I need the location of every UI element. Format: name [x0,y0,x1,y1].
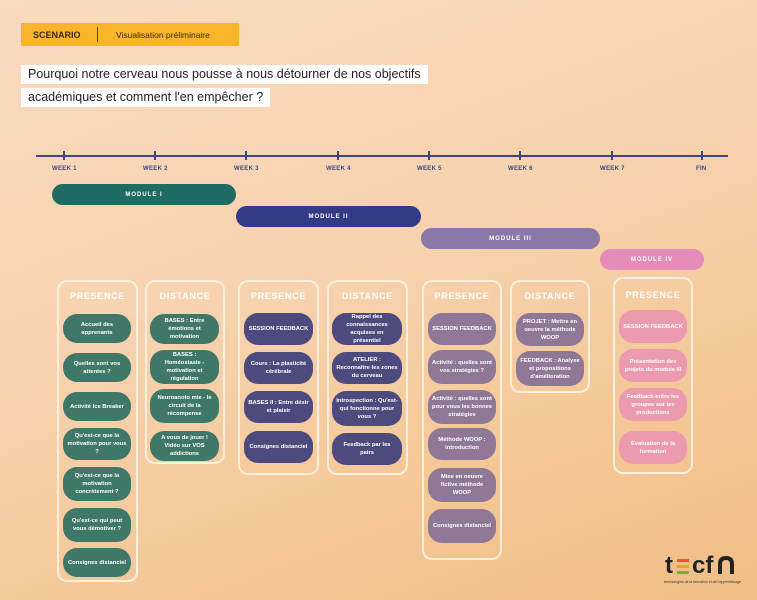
scenario-header: SCENARIO Visualisation préliminaire [21,23,239,46]
activity-item: Mise en oeuvre fictive méthode WOOP [428,468,496,502]
activity-item: Neuroanoto mie - le circuit de la récomp… [150,389,219,423]
activity-item: Présentation des projets du module III [619,349,687,382]
svg-text:t: t [665,552,673,579]
activity-item: Consignes distanciel [63,548,131,577]
tecfa-logo-mark: t cf [665,552,734,579]
activity-item: Activité : quelles sont vos stratégies ? [428,350,496,384]
activity-item: Consignes distanciel [244,431,313,463]
week-7-presence-column: PRESENCE [613,277,693,474]
page-title-line-2: académiques et comment l'en empêcher ? [21,88,271,107]
activity-item: SESSION FEEDBACK [619,310,687,343]
column-title: PRESENCE [250,291,307,301]
activity-item: BASES : Entre émotions et motivation [150,314,219,344]
timeline-tick [337,151,339,160]
column-title: PRESENCE [434,291,490,301]
column-title: PRESENCE [625,290,681,300]
timeline-tick [611,151,613,160]
week-6-distance-column: DISTANCE [510,280,590,393]
week-1-presence-column: PRESENCE [57,280,138,582]
module-4-bar: MODULE IV [600,249,704,270]
activity-item: Feedback entre les groupes sur les produ… [619,388,687,421]
week-3-presence-column: PRESENCE [238,280,319,475]
activity-item: Activité Ice Breaker [63,392,131,421]
activity-item: Accueil des apprenants [63,314,131,343]
page-title-line-1: Pourquoi notre cerveau nous pousse à nou… [21,65,428,84]
activity-item: SESSION FEEDBACK [244,313,313,345]
week-label: WEEK 2 [143,166,168,172]
activity-item: ATELIER : Reconnaître les zones du cerve… [332,352,402,384]
tecfa-logo: t cf [665,551,740,584]
week-4-distance-column: DISTANCE [327,280,408,475]
header-divider [97,27,98,42]
activity-item: Evaluation de la formation [619,431,687,464]
activity-item: PROJET : Mettre en oeuvre la méthode WOO… [516,313,584,346]
activity-item: Activité : quelles sont pour vous les bo… [428,390,496,424]
week-5-presence-column: PRESENCE [422,280,502,560]
timeline-tick [154,151,156,160]
activity-item: Qu'est-ce qui peut vous démotiver ? [63,508,131,542]
activity-item: SESSION FEEDBACK [428,313,496,345]
logo-tagline: technologies de la formation et de l'app… [664,580,741,584]
activity-item: Feedback par les pairs [332,433,402,465]
week-label: WEEK 3 [234,166,259,172]
column-title: DISTANCE [342,291,393,301]
week-label: WEEK 7 [600,166,625,172]
activity-item: A vous de jouer ! Vidéo sur VOS addictio… [150,431,219,461]
activity-item: Quelles sont vos attentes ? [63,353,131,382]
activity-item: Rappel des connaissances acquises en pré… [332,313,402,345]
activity-item: BASES : Homéostasie - motivation et régu… [150,350,219,384]
module-1-bar: MODULE I [52,184,236,205]
timeline-tick [245,151,247,160]
scenario-label: SCENARIO [33,29,81,40]
timeline-axis [36,155,728,157]
timeline-tick [63,151,65,160]
column-title: DISTANCE [524,291,576,301]
activity-item: Consignes distanciel [428,509,496,543]
activity-item: Méthode WOOP : introduction [428,428,496,460]
week-label: WEEK 1 [52,166,77,172]
week-2-distance-column: DISTANCE [145,280,225,464]
timeline-tick [519,151,521,160]
activity-item: Introspection : Qu'est-qui fonctionne po… [332,391,402,426]
column-title: DISTANCE [159,291,211,301]
activity-item: Qu'est-ce que la motivation pour vous ? [63,428,131,460]
column-title: PRESENCE [69,291,126,301]
week-label: WEEK 6 [508,166,533,172]
scenario-subtitle: Visualisation préliminaire [116,29,210,40]
activity-item: Qu'est-ce que la motivation concrètement… [63,467,131,501]
module-3-bar: MODULE III [421,228,600,249]
activity-item: BASES II : Entre désir et plaisir [244,391,313,423]
activity-item: FEEDBACK : Analyse et propositions d'amé… [516,351,584,386]
module-2-bar: MODULE II [236,206,421,227]
svg-text:cf: cf [692,552,714,579]
week-label: WEEK 4 [326,166,351,172]
week-label: FIN [696,166,707,172]
timeline-tick [701,151,703,160]
week-label: WEEK 5 [417,166,442,172]
activity-item: Cours : La plasticité cérébrale [244,352,313,384]
timeline-tick [428,151,430,160]
